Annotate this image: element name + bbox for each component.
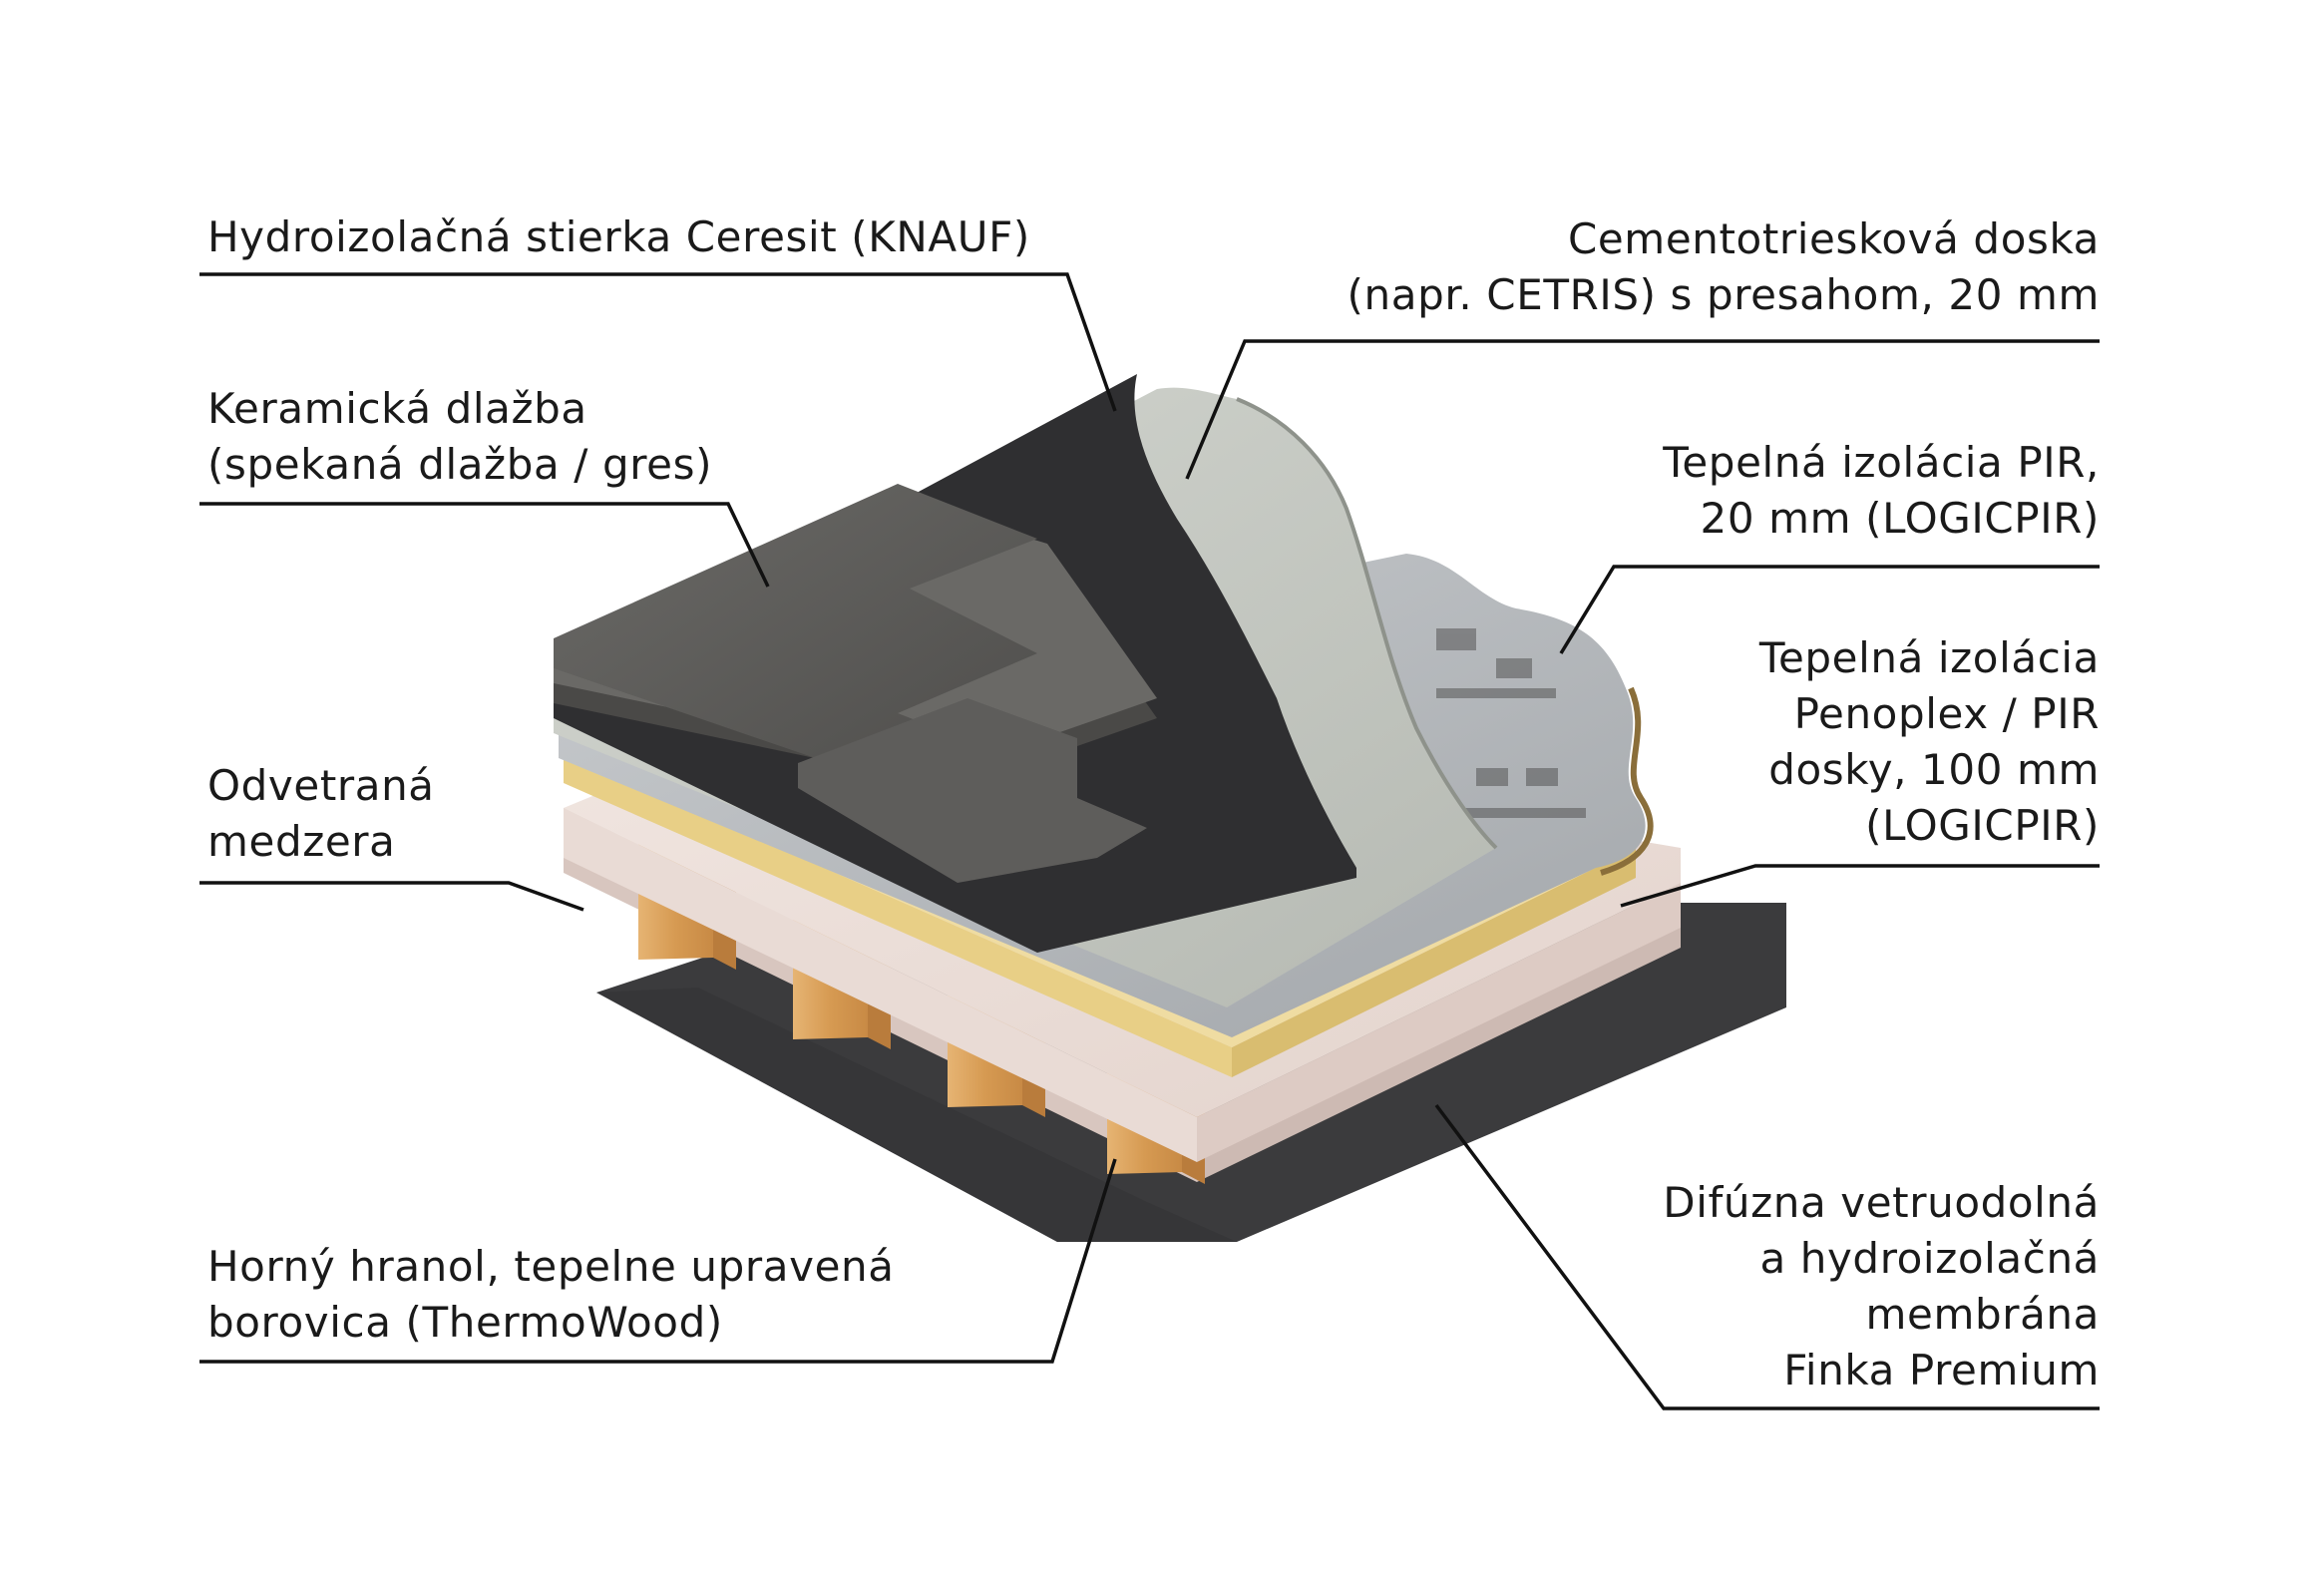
- label-pir20: Tepelná izolácia PIR, 20 mm (LOGICPIR): [1663, 435, 2100, 547]
- ceramic-tile-steps: [798, 698, 1147, 883]
- leader-pir100: [1620, 864, 2100, 908]
- label-text: Odvetraná: [207, 761, 435, 810]
- ceramic-tile-top: [554, 484, 1037, 788]
- cetris-edge: [1236, 397, 1498, 850]
- label-text: medzera: [207, 817, 396, 866]
- label-text: Cementotriesková doska: [1567, 214, 2100, 263]
- leader-hydro-stierka: [199, 272, 1117, 412]
- leader-keramicka: [199, 502, 770, 588]
- label-text: dosky, 100 mm: [1768, 745, 2100, 794]
- label-text: Penoplex / PIR: [1793, 689, 2100, 738]
- pir-yellow-front-face: [1232, 848, 1636, 1077]
- label-text: 20 mm (LOGICPIR): [1700, 494, 2100, 543]
- label-text: (napr. CETRIS) s presahom, 20 mm: [1347, 270, 2100, 319]
- leader-pir20: [1559, 565, 2100, 654]
- label-text: Tepelná izolácia PIR,: [1663, 438, 2100, 487]
- label-text: a hydroizolačná: [1759, 1234, 2100, 1283]
- pir-foil-edge: [1600, 686, 1654, 876]
- foil-print: [1436, 628, 1586, 818]
- label-membrana: Difúzna vetruodolná a hydroizolačná memb…: [1663, 1175, 2100, 1398]
- label-text: borovica (ThermoWood): [207, 1298, 723, 1347]
- label-text: Horný hranol, tepelne upravená: [207, 1242, 895, 1291]
- membrane-sheet-shade: [596, 988, 1237, 1242]
- label-text: Hydroizolačná stierka Ceresit (KNAUF): [207, 212, 1030, 261]
- label-cetris: Cementotriesková doska (napr. CETRIS) s …: [1348, 211, 2100, 323]
- upper-insulation-left-face: [564, 808, 1197, 1162]
- label-odvetrana: Odvetraná medzera: [207, 758, 435, 870]
- leader-hranol: [199, 1158, 1117, 1364]
- label-text: membrána: [1865, 1290, 2100, 1339]
- upper-insulation-front-face: [1197, 883, 1681, 1162]
- label-text: Finka Premium: [1783, 1346, 2100, 1395]
- leader-odvetrana: [199, 881, 584, 912]
- leader-membrana: [1434, 1103, 2100, 1410]
- label-text: Keramická dlažba: [207, 384, 587, 433]
- pir-yellow-left-face: [564, 753, 1232, 1077]
- label-text: Difúzna vetruodolná: [1663, 1178, 2100, 1227]
- leader-cetris: [1185, 339, 2100, 480]
- label-text: (spekaná dlažba / gres): [207, 440, 713, 489]
- label-hydro-stierka: Hydroizolačná stierka Ceresit (KNAUF): [207, 209, 1030, 265]
- label-text: (LOGICPIR): [1865, 801, 2100, 850]
- label-pir100: Tepelná izolácia Penoplex / PIR dosky, 1…: [1759, 630, 2100, 854]
- label-text: Tepelná izolácia: [1758, 633, 2100, 682]
- label-keramicka: Keramická dlažba (spekaná dlažba / gres): [207, 381, 712, 493]
- label-hranol: Horný hranol, tepelne upravená borovica …: [207, 1239, 895, 1351]
